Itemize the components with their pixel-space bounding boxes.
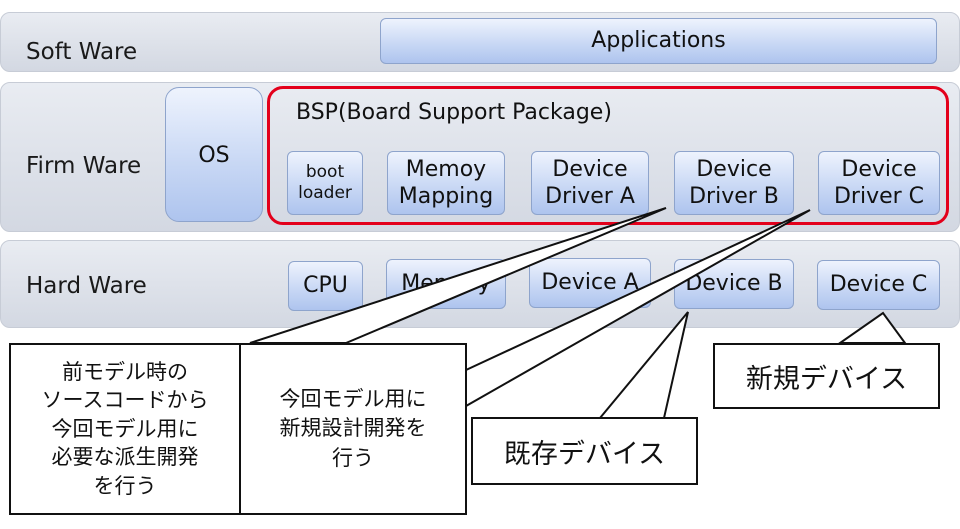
callout-new-device: 新規デバイス	[713, 343, 940, 409]
callout-derived-line: 必要な派生開発	[51, 445, 199, 470]
applications-box: Applications	[380, 18, 937, 64]
callout-new-design-line: 行う	[332, 445, 374, 470]
bsp-item-line1: Memoy	[405, 156, 487, 182]
bsp-title: BSP(Board Support Package)	[296, 100, 612, 125]
callout-derived-development: 前モデル時の ソースコードから 今回モデル用に 必要な派生開発 を行う	[9, 343, 241, 515]
callout-new-device-label: 新規デバイス	[745, 363, 908, 395]
callout-derived-line: ソースコードから	[41, 388, 209, 413]
callout-new-design-line: 新規設計開発を	[279, 416, 427, 441]
software-layer-label: Soft Ware	[26, 39, 138, 65]
bsp-item-line2: loader	[298, 183, 352, 203]
bsp-item-line2: Driver B	[689, 184, 779, 209]
callout-existing-device: 既存デバイス	[471, 417, 698, 485]
callout-new-design: 今回モデル用に 新規設計開発を 行う	[239, 343, 467, 515]
hw-device-c-label: Device C	[829, 272, 928, 298]
bsp-item-line1: Device	[552, 156, 628, 182]
bsp-item-line1: Device	[841, 156, 917, 182]
bsp-item-line2: Mapping	[398, 184, 494, 209]
callout-new-design-line: 今回モデル用に	[279, 386, 427, 411]
hw-cpu-label: CPU	[303, 273, 348, 299]
callout-existing-device-label: 既存デバイス	[503, 438, 666, 470]
firmware-layer-label: Firm Ware	[26, 153, 142, 179]
hardware-layer-label: Hard Ware	[26, 273, 147, 299]
hw-device-b-label: Device B	[685, 271, 783, 297]
bsp-item-line2: Driver A	[545, 184, 635, 209]
hw-device-c: Device C	[817, 260, 940, 310]
os-box: OS	[165, 87, 263, 222]
bsp-frame	[267, 86, 949, 225]
hw-cpu: CPU	[288, 261, 363, 311]
existing-device-pointer	[597, 311, 689, 419]
os-label: OS	[198, 143, 230, 168]
new-device-pointer	[836, 311, 907, 344]
applications-label: Applications	[591, 28, 726, 54]
bsp-item-line1: boot	[305, 161, 345, 182]
callout-derived-line: 今回モデル用に	[51, 416, 199, 441]
callout-derived-line: を行う	[93, 473, 157, 498]
bsp-item-line2: Driver C	[833, 184, 925, 209]
bsp-item-line1: Device	[696, 156, 772, 182]
callout-derived-line: 前モデル時の	[61, 360, 188, 385]
hw-device-a-label: Device A	[541, 270, 639, 296]
